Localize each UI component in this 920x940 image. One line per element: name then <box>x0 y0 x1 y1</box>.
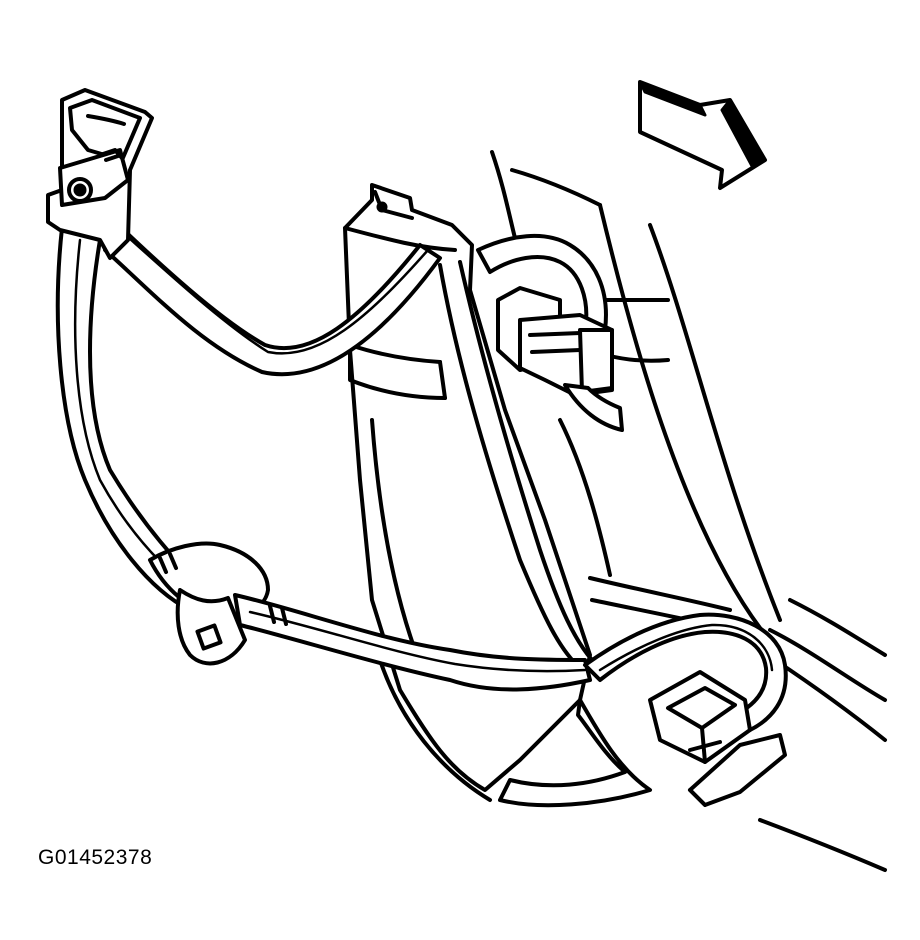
upper-anchor-bracket <box>46 88 154 260</box>
seat-back-panel <box>343 183 594 792</box>
figure-id-label: G01452378 <box>38 846 153 869</box>
front-arrow-icon <box>638 80 767 190</box>
upper-buckle-connector <box>476 233 624 432</box>
shoulder-belt-strap <box>103 213 442 377</box>
vehicle-body-lines <box>378 150 887 872</box>
lower-lap-belt <box>233 593 592 692</box>
lower-buckle-latch <box>648 670 787 807</box>
